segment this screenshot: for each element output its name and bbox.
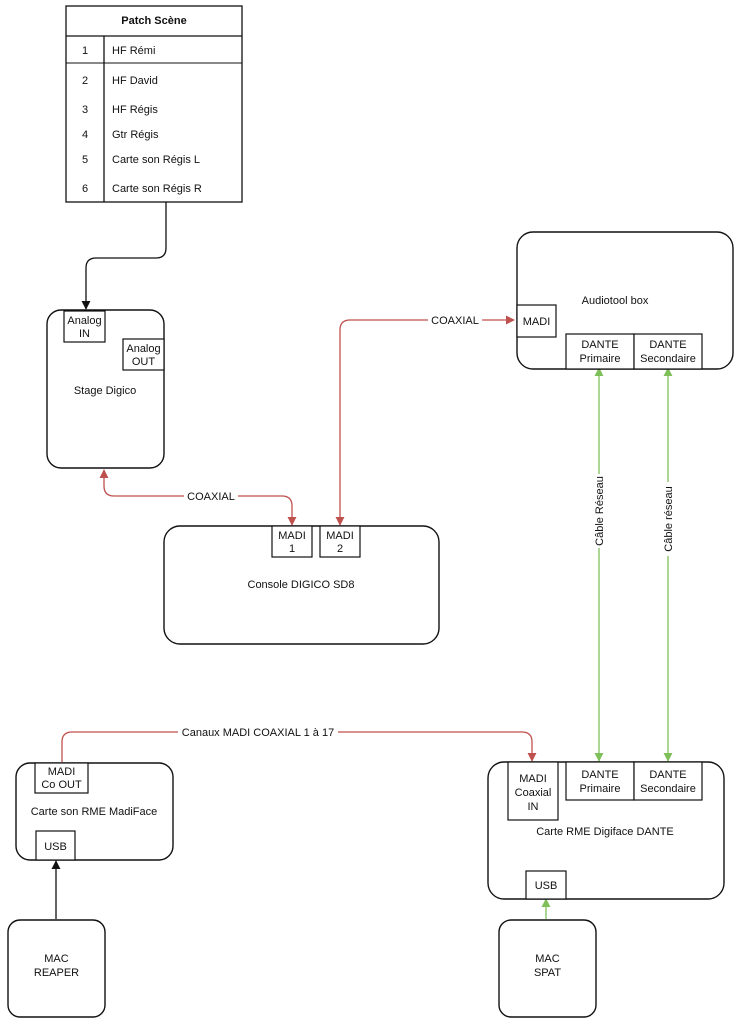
- port-analog-in: [63, 310, 106, 343]
- patch-row-name: Gtr Régis: [112, 129, 159, 141]
- edge-label-cable-reseau-2: Câble réseau: [663, 486, 675, 551]
- node-label: MAC: [44, 953, 69, 965]
- port-dante-secondary: [633, 333, 703, 370]
- node-label: SPAT: [534, 967, 561, 979]
- patch-row-num: 4: [82, 129, 88, 141]
- patch-row-name: Carte son Régis L: [112, 154, 200, 166]
- port-label: MADI: [48, 766, 76, 778]
- port-label: USB: [535, 880, 558, 892]
- port-usb: [525, 870, 567, 900]
- node-label: Console DIGICO SD8: [248, 579, 355, 591]
- port-label: DANTE: [581, 339, 618, 351]
- port-label: Secondaire: [640, 353, 696, 365]
- node-label: MAC: [535, 953, 560, 965]
- port-dante-primary: [565, 333, 635, 370]
- node-label: REAPER: [34, 967, 79, 979]
- node-label: Audiotool box: [582, 295, 649, 307]
- port-label: Co OUT: [41, 779, 82, 791]
- port-label: Secondaire: [640, 783, 696, 795]
- node-console-sd8: MADI 1 MADI 2 Console DIGICO SD8: [163, 525, 440, 645]
- port-madi: [516, 304, 557, 338]
- edge-label-cable-reseau-1: Câble Réseau: [594, 476, 606, 546]
- patch-table: Patch Scène 1 HF Rémi 2 HF David 3 HF Ré…: [65, 5, 243, 203]
- port-label: Analog: [126, 343, 160, 355]
- patch-table-title: Patch Scène: [121, 15, 186, 27]
- port-analog-out: [122, 338, 165, 371]
- port-label: 2: [337, 543, 343, 555]
- node-rme-madiface: MADI Co OUT USB Carte son RME MadiFace: [15, 762, 174, 861]
- port-madi-2: [319, 525, 361, 558]
- edge-coaxial-console-audiotool: [335, 315, 515, 526]
- port-label: Primaire: [580, 353, 621, 365]
- node-stage-digico: Analog IN Analog OUT Stage Digico: [46, 309, 165, 469]
- patch-row-name: HF Rémi: [112, 45, 155, 57]
- port-madi-co-out: [34, 762, 89, 794]
- port-label: MADI: [519, 773, 547, 785]
- patch-row-name: Carte son Régis R: [112, 183, 202, 195]
- patch-row-num: 5: [82, 154, 88, 166]
- edge-label-coaxial-1: COAXIAL: [187, 491, 235, 503]
- port-label: Analog: [67, 315, 101, 327]
- node-rme-digiface-dante: MADI Coaxial IN DANTE Primaire DANTE Sec…: [487, 761, 725, 900]
- port-label: IN: [528, 801, 539, 813]
- patch-row-name: HF David: [112, 75, 158, 87]
- patch-row-name: HF Régis: [112, 104, 158, 116]
- port-label: DANTE: [649, 769, 686, 781]
- node-mac-reaper: MAC REAPER: [7, 919, 106, 1018]
- port-label: MADI: [278, 530, 306, 542]
- port-label: Primaire: [580, 783, 621, 795]
- port-dante-secondary: [633, 761, 703, 801]
- port-label: MADI: [326, 530, 354, 542]
- port-label: USB: [44, 841, 67, 853]
- node-label: Carte RME Digiface DANTE: [536, 826, 674, 838]
- edge-patch-to-stage: [81, 202, 167, 310]
- port-label: IN: [79, 328, 90, 340]
- node-label: Stage Digico: [74, 385, 136, 397]
- port-label: DANTE: [581, 769, 618, 781]
- edge-label-madi-channels: Canaux MADI COAXIAL 1 à 17: [182, 727, 334, 739]
- node-audiotool-box: MADI DANTE Primaire DANTE Secondaire Aud…: [516, 231, 734, 370]
- port-label: MADI: [523, 316, 551, 328]
- port-usb: [35, 830, 76, 861]
- port-label: 1: [289, 543, 295, 555]
- patch-row-num: 3: [82, 104, 88, 116]
- node-label: Carte son RME MadiFace: [31, 806, 158, 818]
- port-madi-coaxial-in: [507, 761, 559, 821]
- port-madi-1: [271, 525, 313, 558]
- node-mac-spat: MAC SPAT: [498, 919, 597, 1018]
- patch-row-num: 6: [82, 183, 88, 195]
- patch-row-num: 2: [82, 75, 88, 87]
- patch-row-num: 1: [82, 45, 88, 57]
- port-label: OUT: [132, 356, 156, 368]
- edge-label-coaxial-2: COAXIAL: [431, 315, 479, 327]
- port-label: Coaxial: [515, 787, 552, 799]
- port-label: DANTE: [649, 339, 686, 351]
